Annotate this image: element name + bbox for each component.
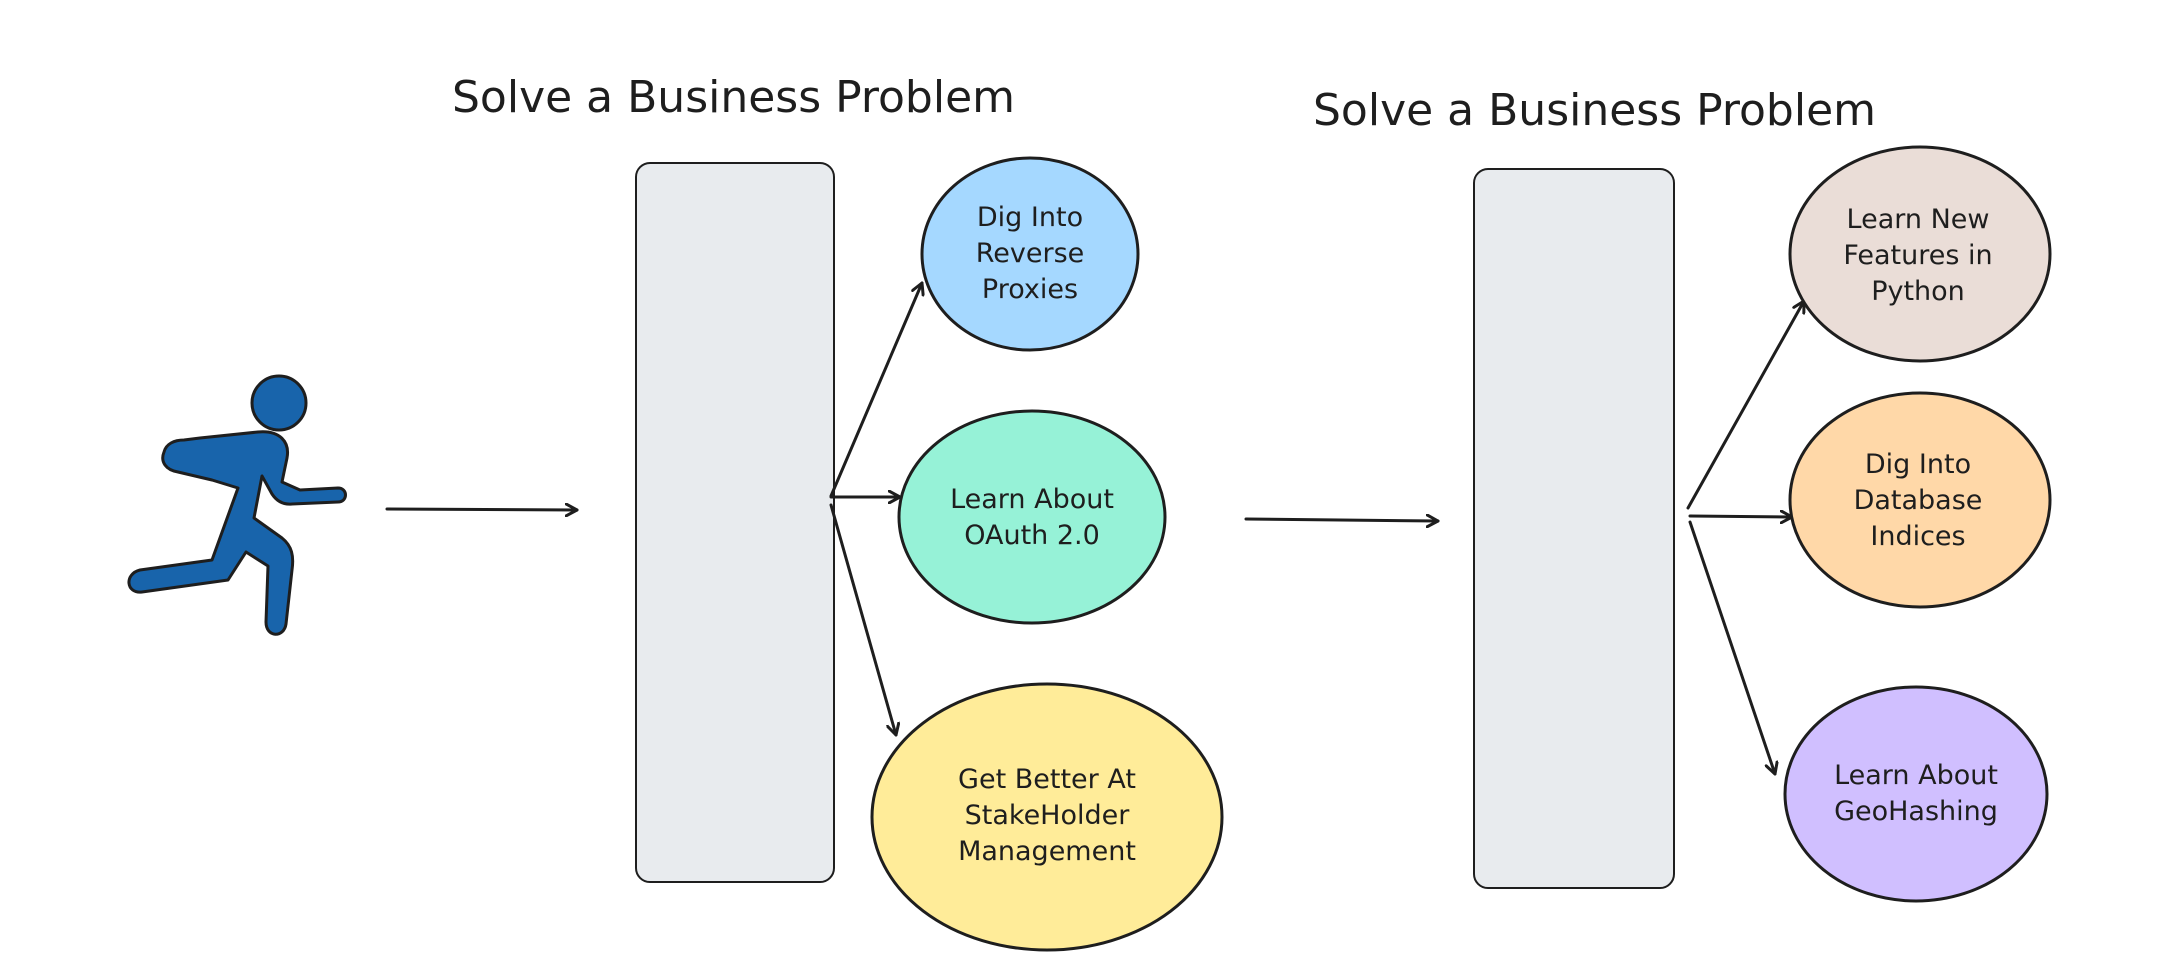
bubble-python-features: Learn New Features in Python	[1788, 145, 2052, 363]
arrow-panel-1-to-bubble-1	[829, 281, 922, 498]
bubble-text-line: Reverse	[976, 238, 1085, 269]
bubble-text-line: Management	[958, 836, 1136, 867]
group-2-panel	[1473, 168, 1675, 889]
bubble-text-line: Dig Into	[1865, 449, 1971, 480]
group-2-title: Solve a Business Problem	[1313, 85, 1876, 136]
bubble-text-line: GeoHashing	[1834, 796, 1998, 827]
group-1-panel	[635, 162, 835, 883]
bubble-text-line: Learn About	[950, 484, 1114, 515]
bubble-text-line: Learn New	[1847, 204, 1990, 235]
bubble-text-line: Dig Into	[977, 202, 1083, 233]
bubble-text-line: Python	[1871, 276, 1965, 307]
bubble-text-line: Indices	[1870, 521, 1965, 552]
bubble-reverse-proxies: Dig Into Reverse Proxies	[920, 156, 1140, 352]
arrow-panel-2-to-bubble-5	[1688, 516, 1794, 517]
bubble-stakeholder-management: Get Better At StakeHolder Management	[870, 682, 1224, 952]
bubble-geohashing: Learn About GeoHashing	[1783, 685, 2049, 903]
group-1: Solve a Business Problem Dig Into Revers…	[385, 72, 1224, 952]
arrow-panel-1-to-panel-2	[1244, 519, 1440, 521]
arrow-panel-2-to-bubble-6	[1688, 520, 1775, 776]
bubble-text-line: Features in	[1843, 240, 1992, 271]
runner-icon	[127, 374, 347, 636]
bubble-text-line: Database	[1854, 485, 1983, 516]
bubble-oauth: Learn About OAuth 2.0	[897, 409, 1167, 625]
group-2: Solve a Business Problem Learn New Featu…	[1244, 85, 2052, 903]
bubble-text-line: StakeHolder	[965, 800, 1131, 831]
bubble-text-line: Learn About	[1834, 760, 1998, 791]
arrow-panel-2-to-bubble-4	[1686, 299, 1806, 510]
arrow-panel-1-to-bubble-3	[829, 503, 896, 737]
bubble-text-line: Proxies	[982, 274, 1078, 305]
group-1-title: Solve a Business Problem	[452, 72, 1015, 123]
bubble-text-line: OAuth 2.0	[964, 520, 1100, 551]
bubble-text-line: Get Better At	[958, 764, 1136, 795]
bubble-database-indices: Dig Into Database Indices	[1788, 391, 2052, 609]
arrow-runner-to-panel-1	[385, 509, 579, 510]
